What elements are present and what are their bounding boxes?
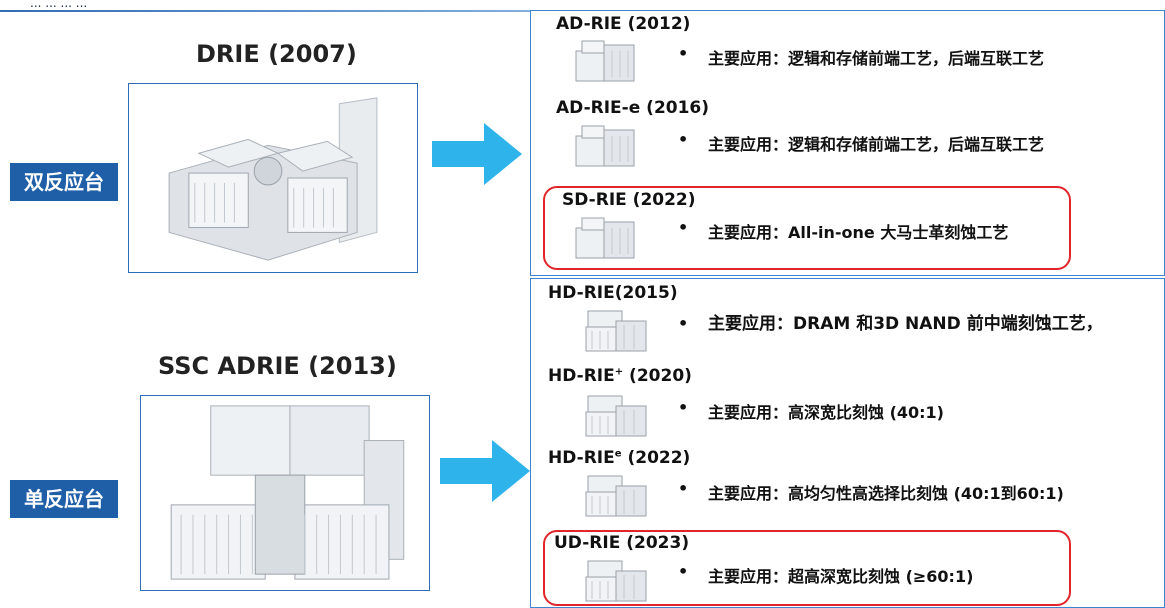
tool-thumbnail (568, 214, 646, 264)
dual-platform-title: DRIE (2007) (196, 40, 357, 68)
product-model: AD-RIE (2012) (556, 14, 691, 34)
tool-thumbnail (578, 470, 656, 520)
etch-tool-dual-image (129, 84, 417, 272)
tool-thumbnail (578, 390, 656, 440)
bullet: • (678, 130, 689, 149)
etch-tool-thumb-icon (575, 40, 635, 82)
product-model: SD-RIE (2022) (562, 190, 696, 210)
dual-platform-tag: 双反应台 (10, 163, 118, 201)
highlight-box-ud-rie (543, 530, 1071, 606)
bullet: • (678, 314, 689, 333)
product-model: HD-RIEe (2022) (548, 448, 691, 468)
product-application: 主要应用：高深宽比刻蚀 (40:1) (708, 403, 944, 422)
highlight-box-sd-rie (543, 186, 1071, 270)
bullet: • (678, 218, 689, 237)
etch-tool-single-image (141, 396, 429, 590)
product-model: HD-RIE(2015) (548, 283, 678, 303)
etch-tool-thumb-icon (585, 310, 647, 352)
etch-tool-thumb-icon (585, 395, 647, 437)
product-model: HD-RIE+ (2020) (548, 366, 692, 386)
etch-tool-thumb-icon (575, 125, 635, 167)
bullet: • (678, 44, 689, 63)
etch-tool-thumb-icon (575, 217, 635, 259)
cut-off-header-text: ... ... ... ... (30, 0, 88, 10)
single-platform-tag: 单反应台 (10, 480, 118, 518)
single-platform-photo (140, 395, 430, 591)
bullet: • (678, 398, 689, 417)
right-arrow-icon (432, 123, 522, 185)
top-header-strip (0, 0, 1165, 10)
tool-thumbnail (568, 37, 646, 87)
tool-thumbnail (578, 555, 656, 605)
product-application: 主要应用：DRAM 和3D NAND 前中端刻蚀工艺， (708, 314, 1103, 334)
product-application: 主要应用：高均匀性高选择比刻蚀 (40:1到60:1) (708, 484, 1064, 503)
bullet: • (678, 479, 689, 498)
tool-thumbnail (578, 305, 656, 355)
product-application: 主要应用：逻辑和存储前端工艺，后端互联工艺 (708, 49, 1045, 68)
dual-platform-photo (128, 83, 418, 273)
product-model: AD-RIE-e (2016) (556, 98, 710, 118)
single-platform-title: SSC ADRIE (2013) (158, 352, 397, 380)
bullet: • (678, 562, 689, 581)
etch-tool-thumb-icon (585, 560, 647, 602)
etch-tool-thumb-icon (585, 475, 647, 517)
tool-thumbnail (568, 122, 646, 172)
product-model: UD-RIE (2023) (554, 533, 690, 553)
product-application: 主要应用：All-in-one 大马士革刻蚀工艺 (708, 223, 1009, 242)
product-application: 主要应用：超高深宽比刻蚀 (≥60:1) (708, 567, 974, 586)
dual-products-panel (530, 10, 1165, 276)
right-arrow-icon (440, 440, 530, 502)
product-application: 主要应用：逻辑和存储前端工艺，后端互联工艺 (708, 135, 1045, 154)
